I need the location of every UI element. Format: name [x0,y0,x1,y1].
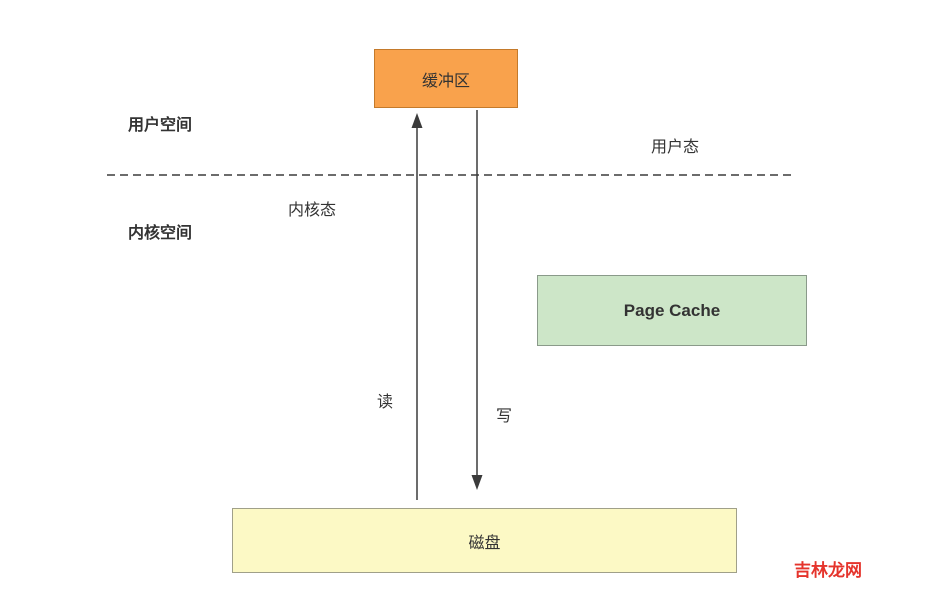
user-space-label: 用户空间 [128,117,193,134]
user-mode-label: 用户态 [651,139,700,156]
read-arrow-head [411,113,423,128]
buffer-label: 缓冲区 [421,72,470,90]
read-arrow-label: 读 [377,394,394,411]
disk-label: 磁盘 [468,534,501,552]
kernel-mode-label: 内核态 [288,202,337,219]
buffer-box: 缓冲区 [374,49,518,108]
write-arrow-head [471,475,483,490]
write-arrow-label: 写 [496,408,513,425]
page-cache-box: Page Cache [537,275,807,346]
page-cache-label: Page Cache [623,300,721,320]
kernel-space-label: 内核空间 [128,225,193,242]
site-watermark: 吉林龙网 [794,561,862,580]
disk-box: 磁盘 [232,508,737,573]
